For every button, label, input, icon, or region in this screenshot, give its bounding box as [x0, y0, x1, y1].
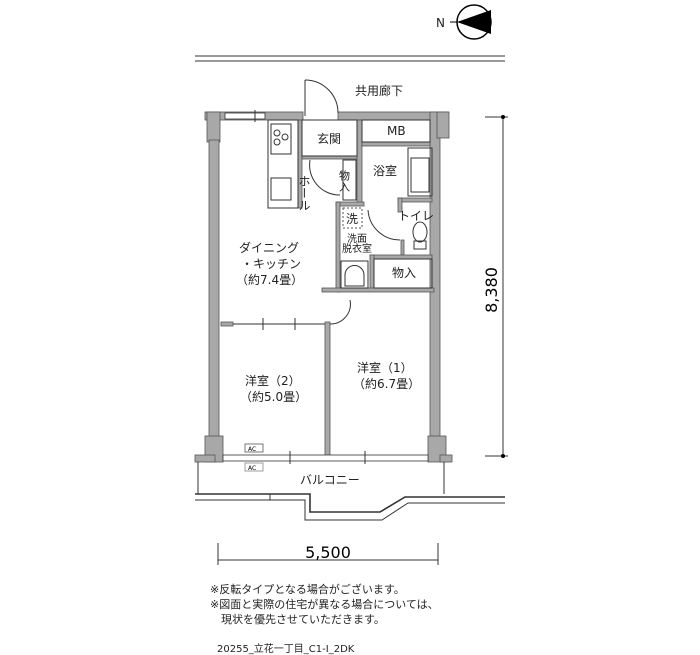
room1-label-1: 洋室（1）	[357, 360, 413, 375]
width-dimension-line	[217, 543, 439, 565]
bathtub	[407, 147, 433, 197]
washer-label: 洗	[346, 212, 358, 226]
washer-box	[342, 207, 363, 229]
height-dimension-line	[485, 115, 508, 458]
corridor-lines	[195, 55, 505, 62]
ac-upper-box	[244, 443, 264, 453]
width-dimension: 5,500	[305, 543, 351, 562]
note-3: 現状を優先させていただきます。	[210, 613, 385, 626]
footer-code: 20255_立花一丁目_C1-I_2DK	[217, 644, 355, 655]
balcony-label: バルコニー	[300, 473, 360, 487]
kitchen-counter	[267, 119, 299, 209]
north-label: N	[436, 16, 445, 30]
outer-walls	[194, 111, 453, 463]
entrance-label: 玄関	[317, 131, 341, 146]
balcony-windows	[222, 451, 429, 464]
balcony-outline	[195, 462, 505, 521]
north-arrow-icon	[450, 4, 492, 40]
washroom-label-2: 脱衣室	[342, 242, 372, 255]
entrance-door	[304, 79, 339, 116]
washbasin-icon	[340, 260, 369, 289]
ac-upper-label: AC	[248, 446, 256, 453]
dk-label-3: （約7.4畳）	[236, 272, 303, 287]
storage-small-box	[342, 159, 357, 201]
toilet-icon	[412, 221, 428, 250]
dk-label-1: ダイニング	[239, 240, 299, 255]
room2-label-1: 洋室（2）	[245, 373, 301, 388]
hall-door-arc	[309, 159, 341, 196]
mb-box	[361, 119, 431, 143]
washroom-label-1: 洗面	[347, 233, 367, 245]
ac-lower-label: AC	[248, 465, 256, 472]
storage-lower-label: 物入	[392, 266, 416, 280]
room2-label-2: （約5.0畳）	[240, 389, 307, 404]
dk-label-2: ・キッチン	[241, 257, 301, 271]
note-2: ※図面と実際の住宅が異なる場合については、	[210, 598, 439, 611]
window-top	[224, 110, 266, 122]
bathroom-label: 浴室	[373, 163, 397, 178]
note-1: ※反転タイプとなる場合がございます。	[210, 583, 405, 596]
room1-door-arc	[329, 299, 351, 325]
height-dimension: 8,380	[482, 267, 501, 313]
bathtub-inner	[410, 157, 430, 193]
room1-label-2: （約6.7畳）	[353, 376, 420, 391]
interior-walls	[220, 119, 435, 458]
toilet-label: トイレ	[398, 209, 434, 223]
storage-small-label: 物入	[338, 169, 351, 192]
entrance-box	[301, 119, 358, 157]
ac-lower-box	[244, 462, 264, 472]
storage-lower-box	[373, 258, 433, 289]
mb-label: MB	[387, 124, 406, 138]
washroom-door-arc	[367, 209, 401, 241]
corridor-label: 共用廊下	[355, 83, 403, 98]
hall-label: ホール	[297, 175, 311, 211]
